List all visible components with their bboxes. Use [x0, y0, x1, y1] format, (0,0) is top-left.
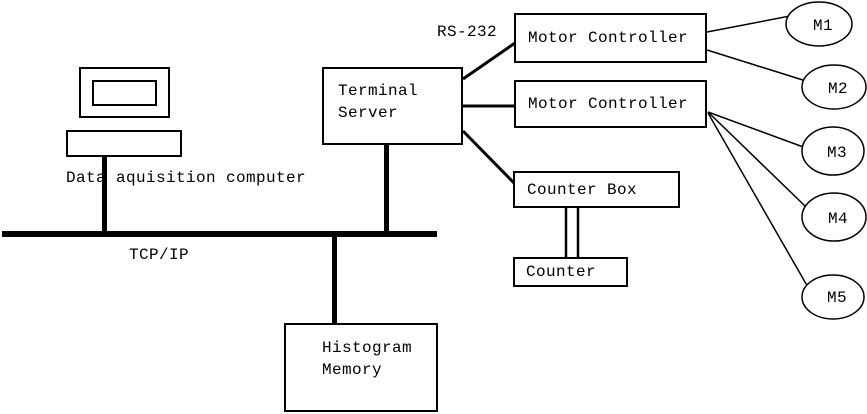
computer-label: Data aquisition computer [66, 169, 307, 187]
histogram-memory-label-line2: Memory [322, 361, 383, 379]
counter-label: Counter [526, 263, 597, 281]
line-ts-to-counterbox [461, 129, 517, 186]
motor-controller-2-node: Motor Controller [514, 80, 707, 128]
motor-m5-label: M5 [826, 289, 848, 307]
counter-node: Counter [513, 257, 628, 287]
motor-m2-label: M2 [827, 80, 849, 98]
computer-screen-icon [92, 80, 157, 106]
motor-m4-shape [801, 192, 867, 242]
motor-m2-shape [801, 64, 867, 110]
terminal-server-node: Terminal Server [322, 67, 463, 145]
motor-m5-shape [801, 274, 865, 320]
line-ts-to-mc1 [462, 41, 516, 81]
motor-controller-1-label: Motor Controller [528, 29, 689, 47]
motor-m3-label: M3 [826, 144, 848, 162]
motor-controller-2-label: Motor Controller [528, 95, 689, 113]
computer-keyboard-icon [66, 130, 182, 157]
rs-232-label: RS-232 [437, 23, 498, 41]
line-mc2-to-m5 [707, 112, 810, 290]
line-mc1-to-m2 [706, 49, 807, 82]
line-mc2-to-m4 [707, 111, 806, 207]
terminal-server-label-line1: Terminal [338, 82, 419, 100]
motor-controller-1-node: Motor Controller [514, 13, 707, 63]
motor-m1-label: M1 [812, 17, 834, 35]
terminal-server-label-line2: Server [338, 104, 399, 122]
line-mc1-to-m1 [706, 15, 791, 33]
computer-monitor-icon [79, 67, 170, 118]
counter-box-label: Counter Box [527, 180, 638, 199]
motor-m3-shape [801, 126, 865, 176]
motor-m1-shape [785, 1, 853, 47]
tcp-ip-bus-label: TCP/IP [129, 246, 190, 264]
line-mc2-to-m3 [707, 111, 807, 149]
motor-m4-label: M4 [827, 210, 849, 228]
counter-box-node: Counter Box [513, 171, 680, 208]
histogram-memory-node: Histogram Memory [284, 323, 438, 412]
histogram-memory-label-line1: Histogram [322, 339, 413, 357]
